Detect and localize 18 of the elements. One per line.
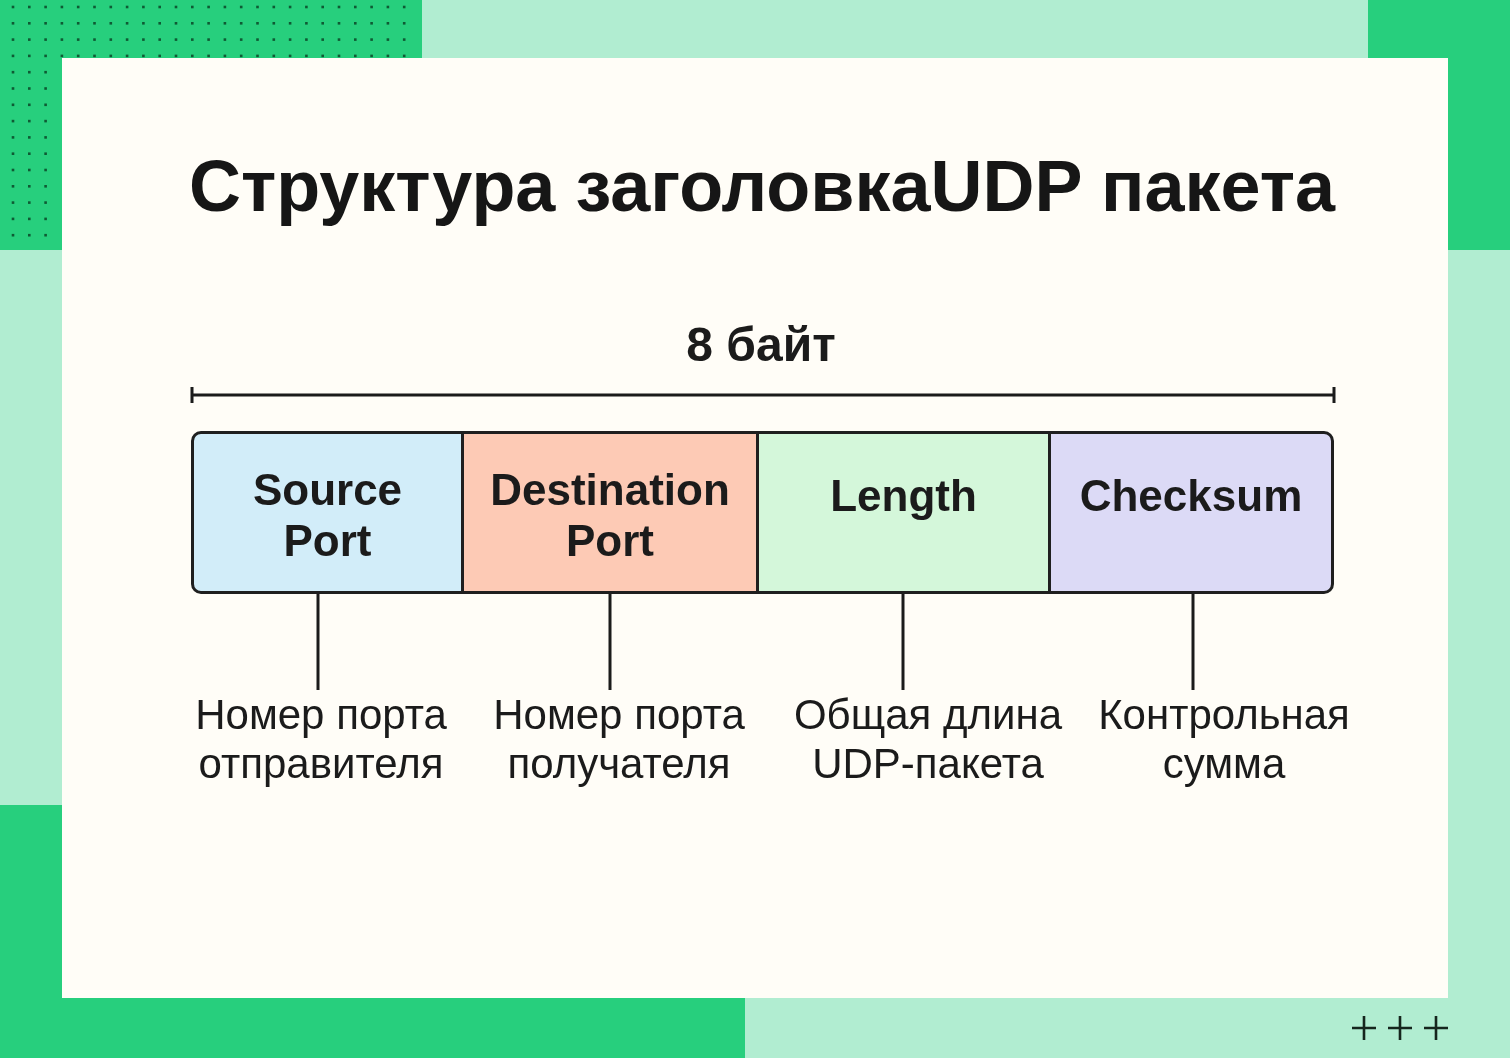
field-name: Source Port [251, 464, 404, 566]
leader-line [316, 594, 320, 690]
field-name: Checksum [1078, 470, 1304, 521]
field-name: Destination Port [489, 464, 731, 566]
header-field [756, 431, 1051, 594]
header-field [191, 431, 464, 594]
field-description: Номер порта получателя [492, 690, 746, 788]
field-name: Length [829, 470, 978, 521]
header-field [461, 431, 759, 594]
header-field [1048, 431, 1334, 594]
field-description: Контрольная сумма [1097, 690, 1351, 788]
title: Структура заголовкаUDP пакета [189, 146, 1337, 226]
leader-line [608, 594, 612, 690]
leader-line [1191, 594, 1195, 690]
dimension-label: 8 байт [686, 317, 837, 373]
field-description: Номер порта отправителя [194, 690, 448, 788]
leader-line [901, 594, 905, 690]
field-description: Общая длина UDP-пакета [792, 690, 1064, 788]
